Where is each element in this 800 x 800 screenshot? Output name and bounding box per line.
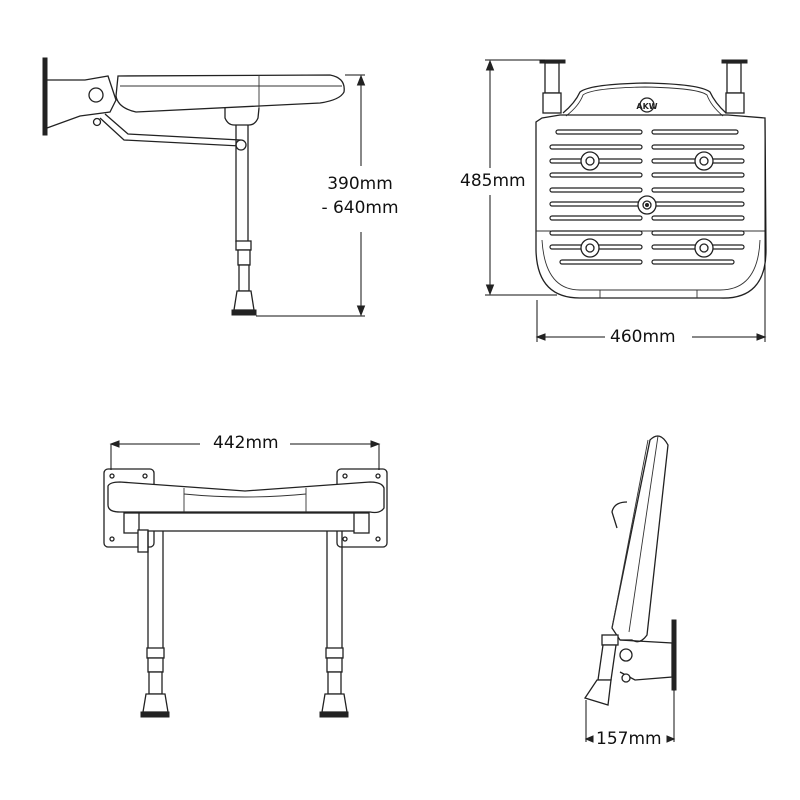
folded-depth-label: 157mm xyxy=(596,729,662,749)
side-view-lowered xyxy=(42,57,366,317)
hinge-pin xyxy=(92,117,102,127)
height-label: 390mm - 640mm xyxy=(310,174,410,218)
hinge-pivot xyxy=(88,87,104,103)
width-front-label: 442mm xyxy=(213,433,279,453)
logo-icon: AKW xyxy=(636,97,658,113)
folded-depth-dimension xyxy=(584,690,676,743)
leg-clip xyxy=(235,240,252,251)
leg-crossbar xyxy=(137,512,357,532)
height-dimension xyxy=(256,74,366,317)
seat-folded xyxy=(611,435,669,643)
hinge-left xyxy=(542,92,562,114)
release-knob xyxy=(137,529,149,553)
height-label-max: - 640mm xyxy=(321,198,399,218)
depth-dimension xyxy=(485,59,557,296)
support-brace xyxy=(99,113,241,147)
width-dimension-top xyxy=(535,120,767,342)
seat-body xyxy=(115,74,345,113)
leg-foot xyxy=(233,290,255,311)
hinge-right xyxy=(725,92,745,114)
seat-handle xyxy=(562,82,727,114)
depth-label: 485mm xyxy=(460,171,526,191)
seat-handle xyxy=(611,501,628,529)
height-label-min: 390mm xyxy=(327,174,393,194)
wall-bracket xyxy=(46,75,117,129)
top-view: AKW xyxy=(485,59,767,342)
width-dimension-front xyxy=(109,440,381,470)
foot-pad xyxy=(231,309,257,316)
seat-outline xyxy=(535,114,767,299)
front-view xyxy=(103,440,388,718)
wall-plate xyxy=(42,57,48,136)
leg-left xyxy=(140,531,170,718)
leg-foot xyxy=(583,679,612,706)
side-view-folded xyxy=(583,435,677,743)
svg-text:AKW: AKW xyxy=(636,102,657,111)
mounting-bosses xyxy=(580,151,714,258)
width-top-label: 460mm xyxy=(610,327,676,347)
leg-right xyxy=(319,531,349,718)
leg-socket xyxy=(224,107,260,126)
